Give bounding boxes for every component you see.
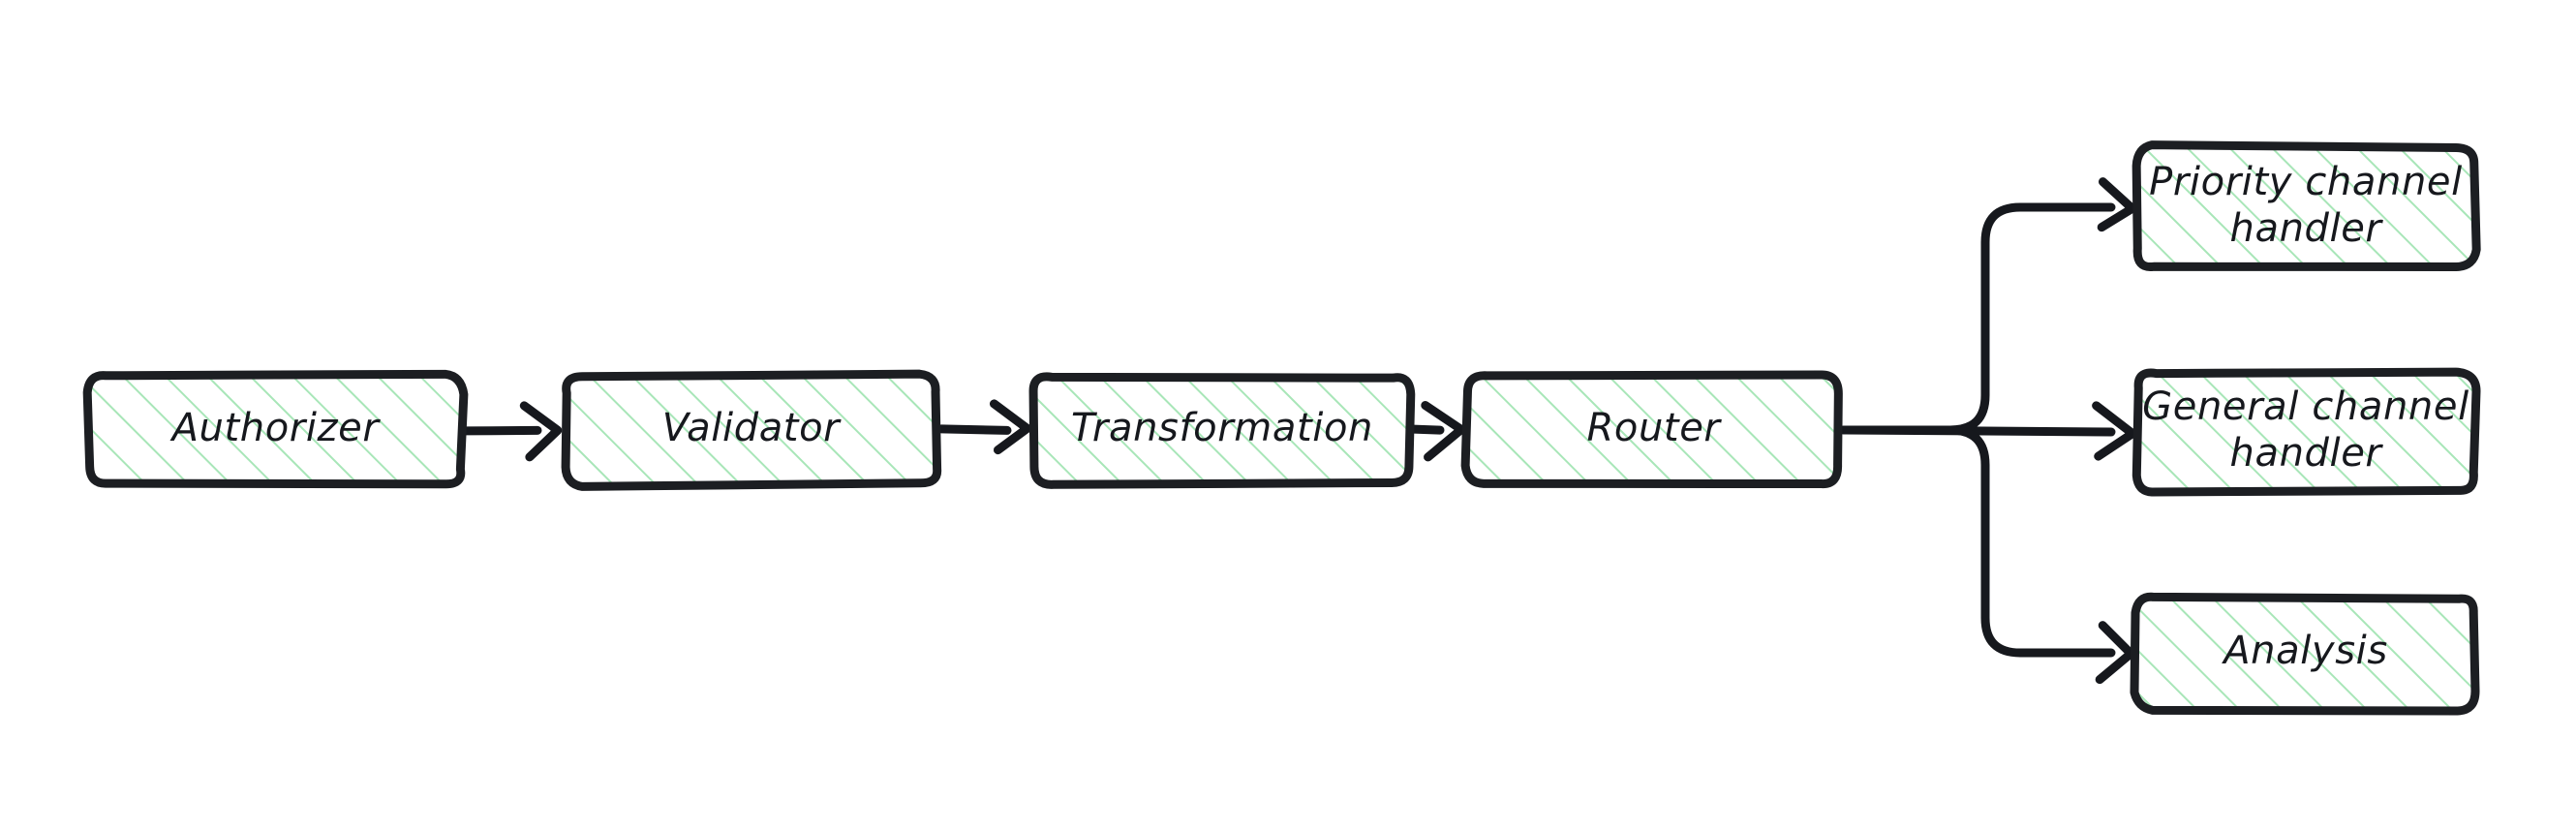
arrowhead-icon-authorizer-to-validator [519,401,563,462]
edge-authorizer-to-validator [461,401,563,462]
node-router[interactable]: Router [1460,370,1843,489]
node-fill-authorizer [87,374,464,484]
node-label-general-channel-handler: General channel [2142,385,2469,429]
node-label-priority-channel-handler: handler [2230,206,2384,251]
node-label-analysis: Analysis [2221,629,2388,673]
arrowhead-icon-router-to-general-channel-handler [2092,401,2137,461]
node-fill-router [1465,375,1839,484]
node-outline-transformation [1028,372,1416,489]
edge-layer [461,177,2137,685]
node-fill-analysis [2134,597,2475,711]
node-label-validator: Validator [662,406,842,450]
edge-line-router-to-analysis [1839,425,2116,658]
edge-validator-to-transformation [936,399,1032,455]
edge-line-router-to-priority-channel-handler [1839,202,2116,435]
edge-transformation-to-router [1409,401,1466,462]
node-label-authorizer: Authorizer [169,406,382,450]
node-outline-router [1460,370,1843,489]
arrowhead-icon-validator-to-transformation [989,399,1032,455]
node-authorizer[interactable]: Authorizer [82,369,469,489]
node-layer: Authorizer Validator Transformation Router P… [82,140,2481,716]
node-label-transformation: Transformation [1071,406,1373,450]
arrowhead-icon-transformation-to-router [1421,401,1466,462]
edge-router-to-analysis [1839,425,2135,685]
node-outline-authorizer [82,369,469,489]
node-outline-priority-channel-handler [2131,140,2481,272]
node-transformation[interactable]: Transformation [1028,372,1416,489]
node-outline-general-channel-handler [2131,367,2481,497]
node-outline-analysis [2130,592,2480,716]
edge-line-transformation-to-router [1409,424,1445,435]
node-analysis[interactable]: Analysis [2130,592,2480,716]
node-label-priority-channel-handler: Priority channel [2149,160,2463,204]
node-fill-priority-channel-handler [2136,144,2477,267]
node-label-router: Router [1587,406,1723,450]
node-validator[interactable]: Validator [561,369,942,491]
arrowhead-icon-router-to-priority-channel-handler [2097,177,2137,232]
node-outline-validator [561,369,942,491]
node-label-general-channel-handler: handler [2230,431,2384,476]
node-fill-validator [566,374,937,487]
edge-line-authorizer-to-validator [461,425,542,436]
node-fill-general-channel-handler [2136,372,2477,492]
node-fill-transformation [1033,376,1411,485]
edge-line-validator-to-transformation [936,424,1012,435]
edge-router-to-priority-channel-handler [1839,177,2137,435]
